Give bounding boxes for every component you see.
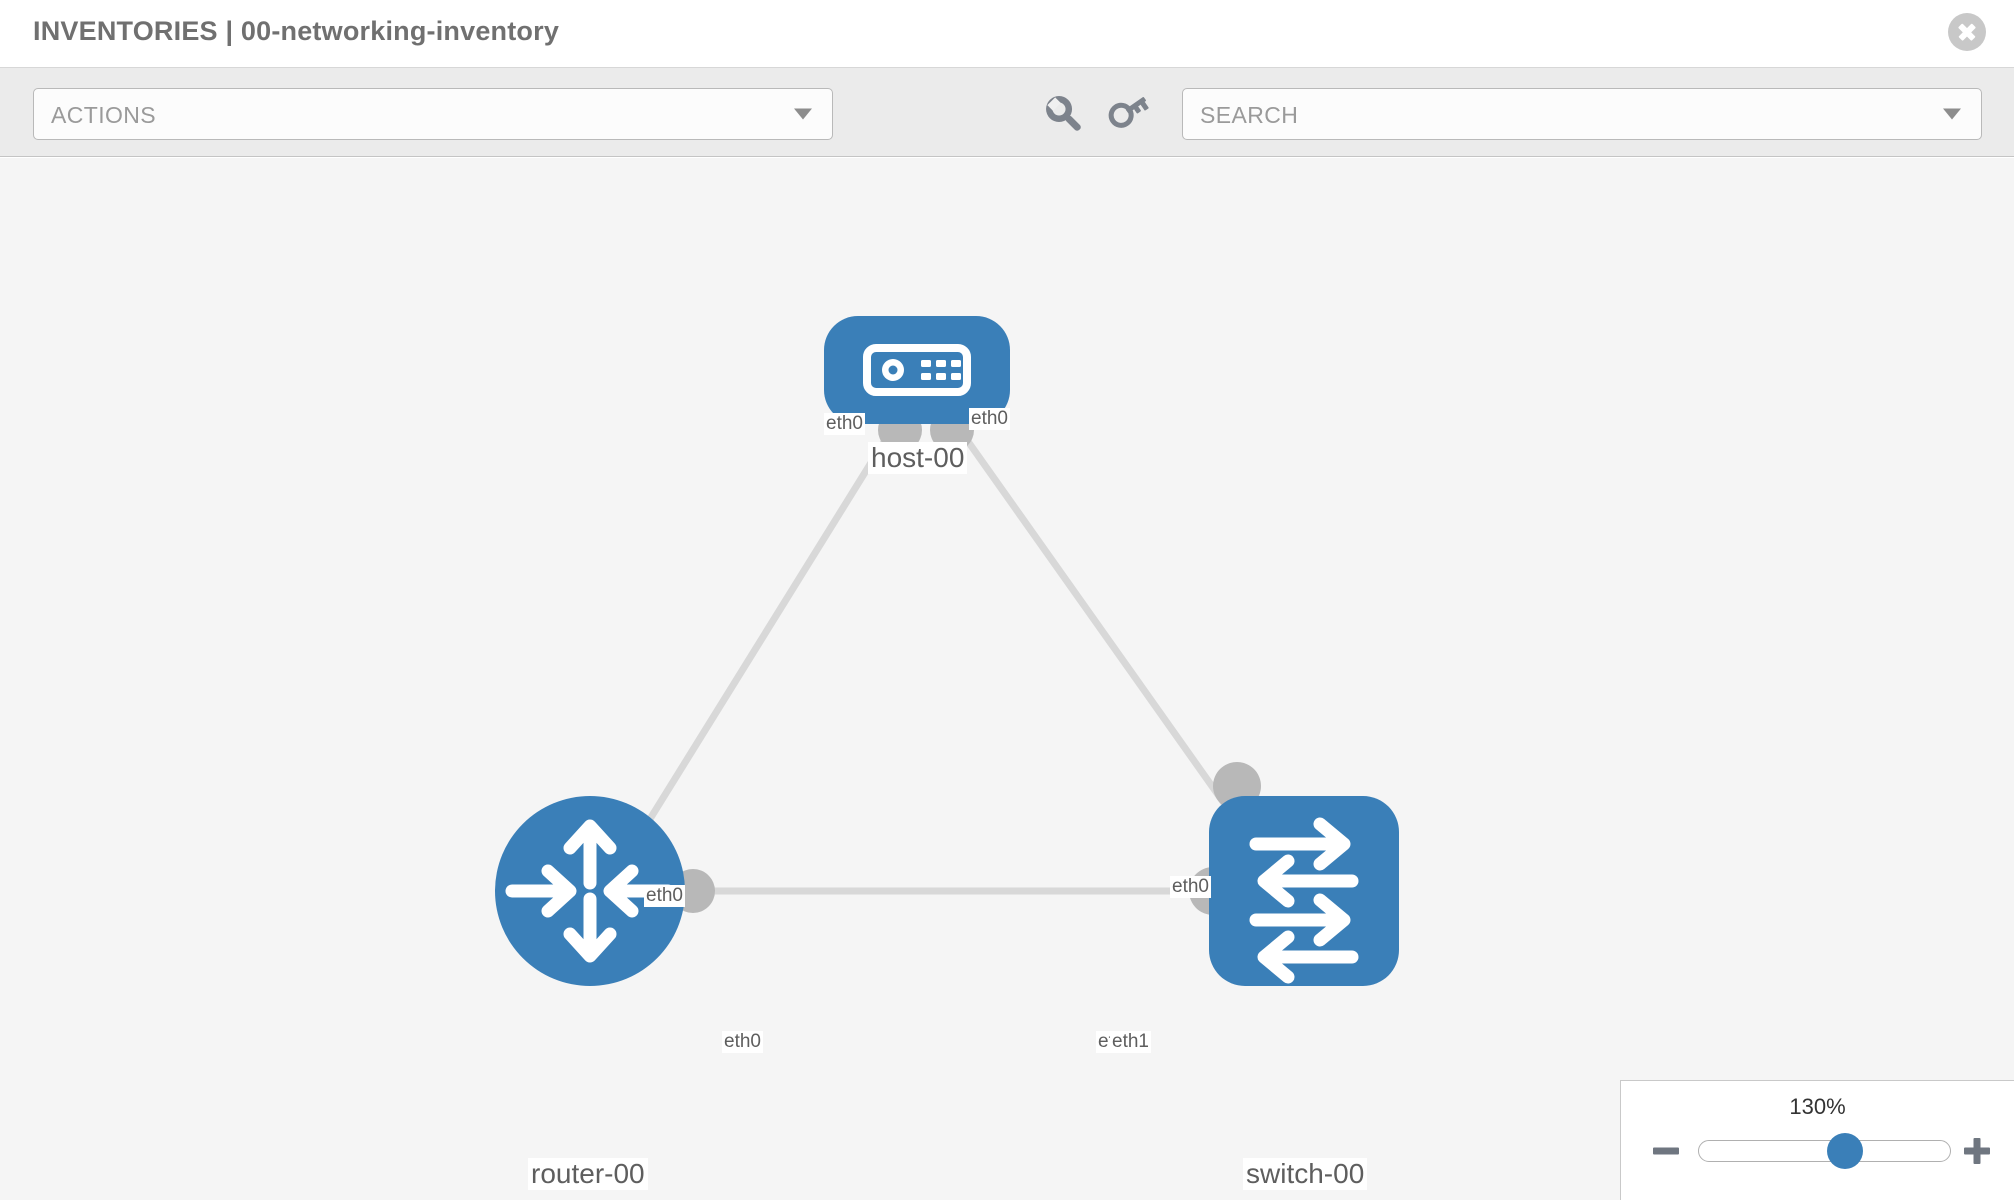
node-router-00 [495,796,685,986]
node-label-host-00: host-00 [868,442,968,475]
toolbar: ACTIONS SEARC [0,68,2014,157]
node-label-switch-00: switch-00 [1243,1158,1368,1191]
router-arrows-icon [505,819,675,963]
interface-marker-group [671,408,1261,915]
topology-canvas[interactable]: eth0 eth0 eth0 eth0 eth0 eth0 eth1 host-… [0,158,2014,1200]
search-input-placeholder: SEARCH [1200,102,1299,128]
server-icon [863,344,971,396]
switch-arrows-icon [1249,817,1359,984]
actions-dropdown[interactable]: ACTIONS [33,88,833,140]
interface-label-router00-uplink: eth0 [644,885,685,907]
wrench-icon[interactable] [1038,88,1090,140]
node-label-router-00: router-00 [528,1158,648,1191]
interface-label-host00-left: eth0 [824,413,865,435]
zoom-slider-thumb[interactable] [1826,1133,1863,1169]
interface-label-switch00-uplink: eth0 [1170,876,1211,898]
close-icon[interactable] [1948,13,1986,51]
zoom-control-panel: 130% [1620,1080,2014,1200]
page-header: INVENTORIES | 00-networking-inventory [0,0,2014,68]
zoom-level-value: 130% [1789,1094,1846,1119]
zoom-slider-row [1621,1129,2014,1173]
topology-graph [495,316,1399,986]
plus-icon[interactable] [1962,1136,1992,1166]
page-title: INVENTORIES | 00-networking-inventory [33,16,560,46]
minus-icon[interactable] [1651,1136,1681,1166]
interface-label-switch00-eth1: eth1 [1110,1031,1151,1053]
actions-dropdown-label: ACTIONS [51,102,157,128]
chevron-down-icon [1943,108,1961,120]
zoom-slider-track[interactable] [1698,1133,1951,1169]
search-input[interactable]: SEARCH [1182,88,1982,140]
node-switch-00 [1209,796,1399,986]
interface-label-host00-right: eth0 [969,408,1010,430]
edge-group [629,413,1246,895]
edge-host00-router00 [629,414,903,850]
interface-label-router00-eth0: eth0 [722,1031,763,1053]
chevron-down-icon [794,108,812,120]
key-icon[interactable] [1104,88,1156,140]
edge-host00-switch00 [947,413,1246,833]
node-host-00 [824,316,1010,424]
